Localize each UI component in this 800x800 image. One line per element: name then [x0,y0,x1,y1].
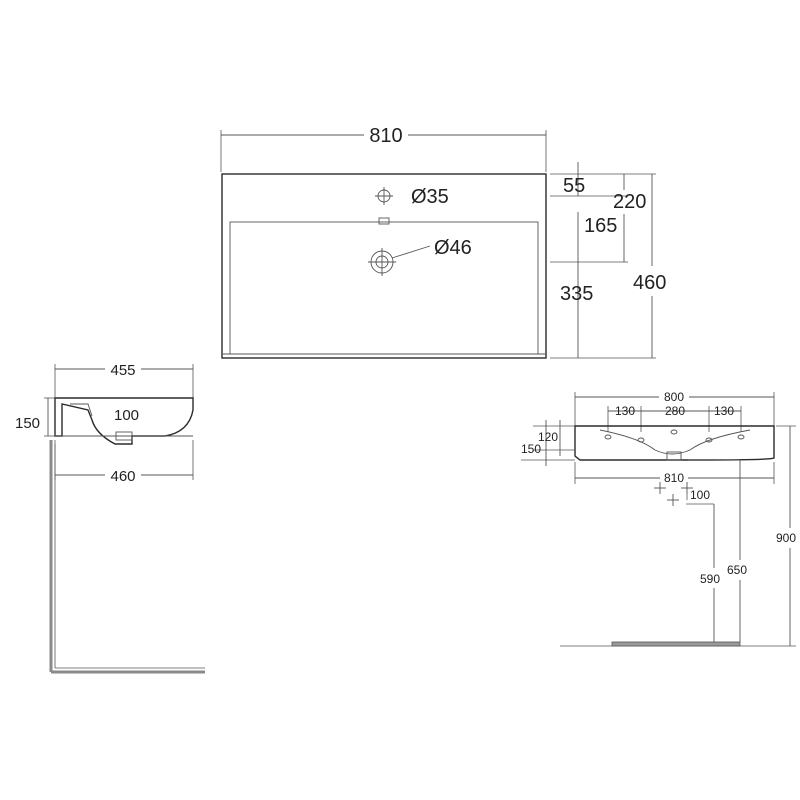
dim-120-label: 120 [538,430,558,444]
dim-tap-center-label: 280 [665,404,685,418]
front-tap-hole-1 [604,434,612,440]
dim-810-front-label: 810 [664,471,684,485]
front-tap-hole-3 [670,429,678,435]
dim-455-label: 455 [110,362,135,379]
side-view: 455 150 100 460 [15,362,205,674]
overflow-slot [378,217,390,225]
dim-590-label: 590 [700,572,720,586]
front-waste [666,451,682,461]
side-basin-profile [54,397,194,445]
dim-810-label: 810 [369,125,402,147]
dim-55-label: 55 [563,175,585,197]
side-tap-hole [70,403,93,417]
front-view: 800 130 280 130 120 150 810 [521,390,796,647]
front-basin-outline [574,425,775,461]
dim-220-label: 220 [613,191,646,213]
dim-tap-left-label: 130 [615,404,635,418]
dim-165-label: 165 [584,215,617,237]
front-tap-hole-2 [637,437,645,443]
top-view: 810 Ø35 Ø46 55 165 335 220 [220,125,666,359]
basin-outline [221,173,547,359]
front-bowl-curve [599,429,751,455]
front-floor-block [611,641,741,647]
dim-900-label: 900 [776,531,796,545]
front-tap-hole-4 [705,437,713,443]
dim-150-front-label: 150 [521,442,541,456]
waste-leader [391,245,431,259]
dim-100-label: 100 [114,407,139,424]
dim-100-front-label: 100 [690,488,710,502]
basin-bowl [229,221,539,355]
dim-460-side-label: 460 [110,468,135,485]
dim-tap-right-label: 130 [714,404,734,418]
dim-335-label: 335 [560,283,593,305]
dim-650-label: 650 [727,563,747,577]
front-tap-hole-5 [737,434,745,440]
tap-hole-label: Ø35 [411,186,449,208]
side-waste [115,431,133,441]
waste-hole-label: Ø46 [434,237,472,259]
dim-150-label: 150 [15,415,40,432]
dim-460-label: 460 [633,272,666,294]
dim-800-label: 800 [664,390,684,404]
